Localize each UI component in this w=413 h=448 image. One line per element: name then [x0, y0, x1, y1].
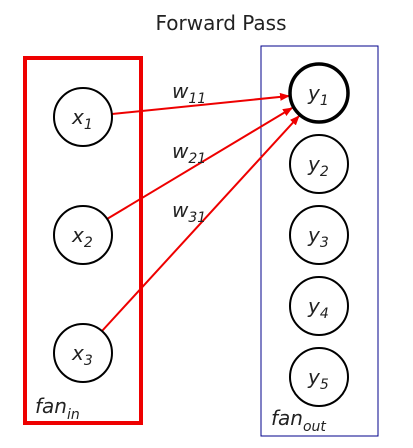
svg-text:y3: y3 — [307, 223, 329, 251]
output-node-y3: y3 — [289, 205, 349, 265]
output-node-y1: y1 — [288, 62, 350, 124]
svg-text:x3: x3 — [71, 341, 93, 369]
fan-out-box — [260, 45, 379, 437]
edge-x3-y1 — [101, 115, 300, 332]
input-node-x2: x2 — [53, 205, 113, 265]
input-node-x3: x3 — [53, 323, 113, 383]
svg-text:y4: y4 — [307, 294, 329, 322]
edge-x2-y1 — [106, 107, 293, 220]
fan-in-label: fanin — [35, 394, 80, 423]
fan-in-box — [23, 56, 143, 425]
weight-label-w11: w11 — [172, 79, 206, 107]
output-node-y5: y5 — [289, 347, 349, 407]
svg-text:y2: y2 — [307, 152, 329, 180]
input-node-x1: x1 — [53, 87, 113, 147]
weight-label-w21: w21 — [172, 139, 206, 167]
edge-x1-y1 — [111, 92, 290, 115]
diagram-title: Forward Pass — [155, 11, 286, 35]
fan-out-label: fanout — [271, 406, 326, 435]
svg-text:x1: x1 — [71, 105, 93, 133]
weight-label-w31: w31 — [172, 198, 206, 226]
output-node-y2: y2 — [289, 134, 349, 194]
svg-text:y5: y5 — [307, 365, 329, 393]
svg-text:y1: y1 — [307, 81, 329, 109]
output-node-y4: y4 — [289, 276, 349, 336]
svg-text:x2: x2 — [71, 223, 93, 251]
